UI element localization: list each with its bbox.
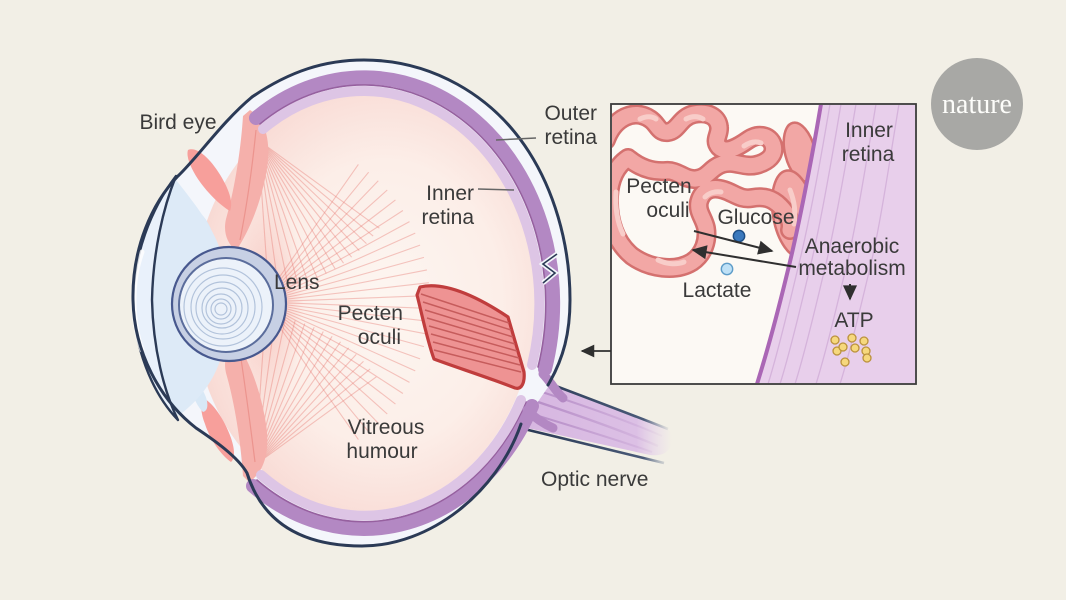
ciliary-body — [225, 110, 269, 482]
lactate-arrow — [691, 245, 797, 268]
atp-molecules — [830, 333, 872, 367]
label-pecten-oculi-line1: Pecten — [338, 302, 403, 325]
glucose-molecule — [732, 229, 746, 243]
label-pecten-oculi-line2: oculi — [358, 326, 401, 349]
lens-assembly — [131, 174, 288, 422]
label-optic-nerve: Optic nerve — [541, 468, 648, 491]
eye-diagram — [131, 58, 673, 548]
inset-label-pecten-oculi-line2: oculi — [646, 199, 689, 222]
anterior-chamber — [152, 180, 221, 416]
nature-logo: nature — [931, 58, 1023, 150]
eye-outline — [131, 58, 572, 548]
inset-inner-retina-region — [755, 105, 915, 383]
nature-logo-circle — [931, 58, 1023, 150]
label-inner-retina-line1: Inner — [426, 182, 474, 205]
pecten-oculi-shape — [415, 284, 526, 390]
inset-label-inner-retina-line2: retina — [842, 143, 895, 166]
retina-notch — [538, 251, 560, 285]
inset-label-anaerobic-line1: Anaerobic — [805, 235, 900, 258]
eye-labels: Bird eye Outer retina Inner retina Lens … — [139, 102, 648, 491]
inset-label-glucose: Glucose — [717, 206, 794, 229]
label-vitreous-humour-line1: Vitreous — [348, 416, 425, 439]
label-lens: Lens — [274, 271, 320, 294]
inset-label-atp: ATP — [834, 309, 873, 332]
retina-rings — [246, 70, 568, 536]
glucose-arrow — [693, 230, 774, 255]
inset-label-anaerobic-line2: metabolism — [798, 257, 905, 280]
nature-logo-text: nature — [942, 89, 1012, 120]
inset-label-pecten-oculi-line1: Pecten — [626, 175, 691, 198]
label-outer-retina-line2: retina — [544, 126, 597, 149]
inset-panel: Pecten oculi Glucose Lactate Anaerobic m… — [580, 103, 917, 385]
inset-label-inner-retina-line1: Inner — [845, 119, 893, 142]
inner-retina-leader-line — [477, 188, 515, 191]
outer-retina-leader-line — [495, 137, 537, 141]
label-outer-retina-line1: Outer — [544, 102, 597, 125]
label-bird-eye: Bird eye — [139, 111, 216, 134]
label-inner-retina-line2: retina — [421, 206, 474, 229]
lactate-molecule — [720, 262, 734, 276]
label-vitreous-humour-line2: humour — [346, 440, 417, 463]
lens-rings — [183, 267, 263, 347]
inset-label-lactate: Lactate — [683, 279, 752, 302]
